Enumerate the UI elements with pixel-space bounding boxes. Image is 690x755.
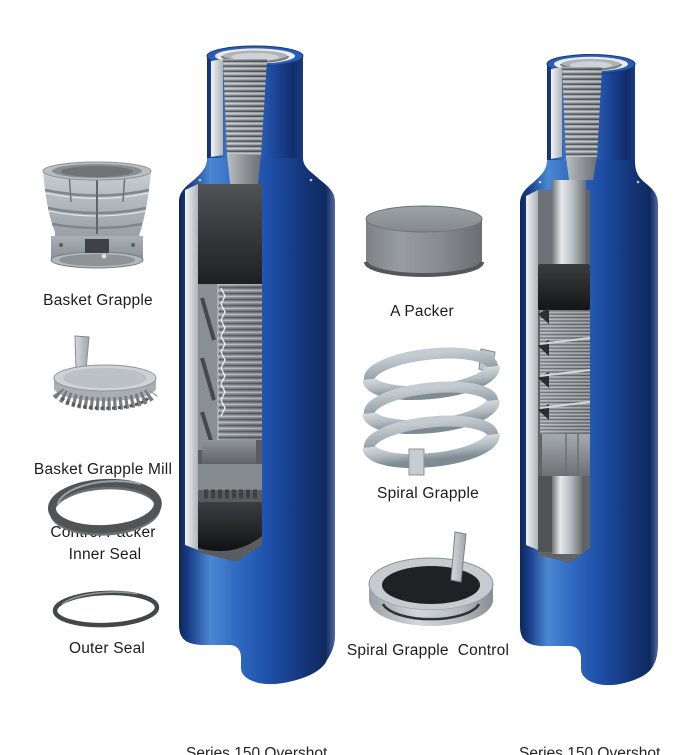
spiral-grapple-label: Spiral Grapple	[377, 485, 479, 502]
overshot-with-basket-grapple-figure	[176, 40, 340, 702]
inner-seal-label: Inner Seal	[68, 546, 142, 563]
spiral-grapple-control-figure	[363, 528, 505, 638]
spiral-grapple-control-label: Spiral Grapple Control	[346, 642, 510, 659]
grapple-thread-highlight	[220, 287, 226, 417]
overshot-cutaway-section	[526, 67, 602, 563]
a-packer-label: A Packer	[390, 303, 454, 320]
grapple-window	[85, 239, 109, 253]
spiral-grapple-figure	[355, 343, 507, 479]
overshot-spiral-caption: Series 150 Overshot with Spiral Grapple	[519, 745, 661, 755]
mill-tab	[74, 335, 90, 371]
outer-seal-figure	[50, 586, 162, 634]
mill-teeth	[52, 387, 158, 411]
basket-grapple-figure	[38, 160, 156, 288]
inner-seal-figure	[46, 476, 164, 540]
spiral-coils	[362, 347, 500, 476]
basket-grapple-mill-figure	[45, 334, 163, 436]
overshot-cutaway-section	[185, 59, 267, 562]
spiral-tab	[408, 448, 425, 476]
basket-grapple-label: Basket Grapple	[43, 292, 153, 309]
overshot-basket-caption: Series 150 Overshot with Basket Grapple	[186, 745, 328, 755]
outer-seal-label: Outer Seal	[68, 640, 146, 657]
overshot-with-spiral-grapple-figure	[514, 48, 664, 702]
a-packer-figure	[362, 204, 486, 290]
control-tab	[450, 531, 467, 583]
